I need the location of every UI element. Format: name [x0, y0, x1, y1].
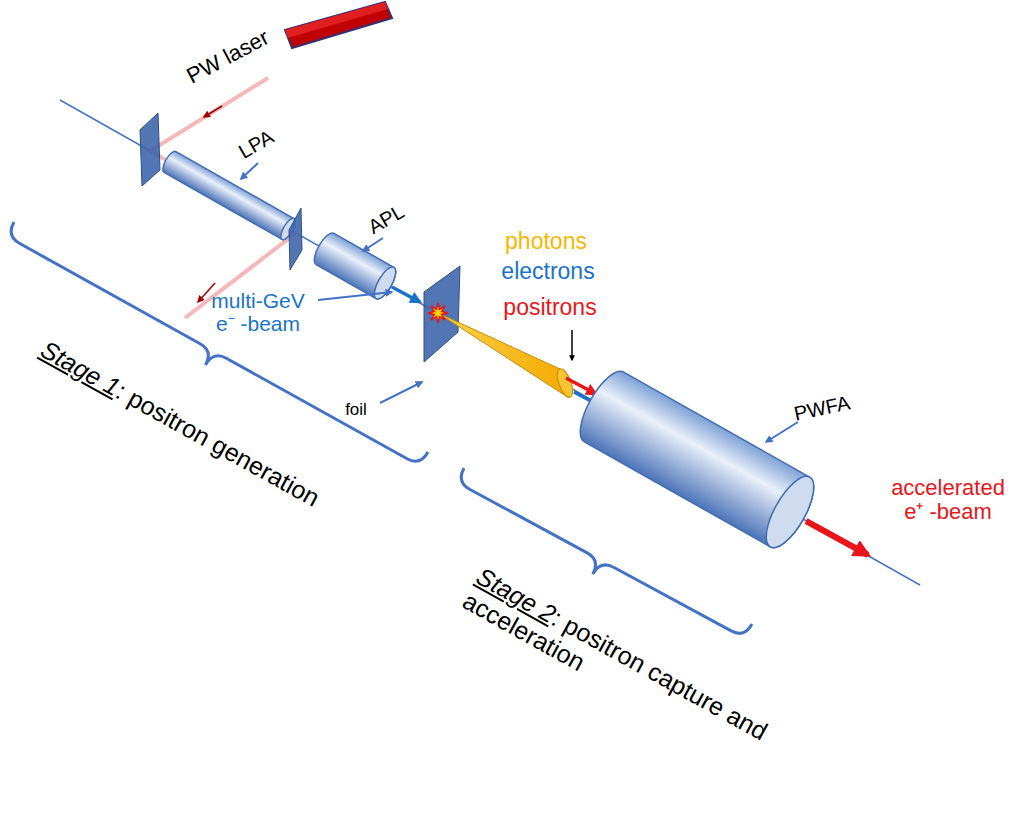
- pointer-arrow: [571, 330, 573, 360]
- part-label: APL: [364, 200, 408, 238]
- electron-beam: [392, 287, 420, 302]
- apl-cylinder: [310, 230, 400, 302]
- mirror: [140, 113, 160, 186]
- particle-label: electrons: [501, 259, 594, 284]
- label-text: PW laser: [182, 24, 273, 88]
- part-label: PWFA: [792, 391, 852, 424]
- secondary-cone: [438, 313, 569, 398]
- part-label: LPA: [235, 125, 277, 162]
- laser-box: [285, 2, 392, 48]
- impact-burst: [428, 303, 448, 323]
- leader-arrow: [318, 292, 392, 300]
- laser-box-face: [285, 2, 388, 38]
- label-text: : positron capture and acceleration: [459, 586, 779, 749]
- pwfa-cylinder: [571, 365, 823, 555]
- label-text: positrons: [503, 294, 596, 320]
- label-text: APL: [364, 200, 408, 238]
- leader-arrow: [380, 382, 422, 403]
- label-text: electrons: [501, 258, 594, 284]
- label-text: accelerated e⁺ -beam: [891, 475, 1011, 524]
- leader-arrow: [241, 163, 258, 179]
- stage-number: Stage 1: [36, 335, 125, 401]
- label-text: : positron generation: [112, 377, 325, 512]
- beam-axis: [60, 100, 920, 585]
- mirror: [289, 208, 302, 270]
- positron-arrow: [566, 378, 596, 394]
- label-text: photons: [505, 228, 587, 254]
- label-text: foil: [345, 400, 367, 419]
- laser-label: PW laser: [183, 25, 273, 88]
- leader-arrow: [766, 422, 798, 442]
- label-text: multi-GeV e⁻ -beam: [211, 289, 310, 335]
- label-text: LPA: [235, 125, 277, 162]
- lpa-cylinder: [160, 149, 298, 241]
- stage-label: Stage 2: positron capture and accelerati…: [458, 563, 821, 798]
- stage-label: Stage 1: positron generation: [36, 336, 324, 512]
- part-label: foil: [345, 401, 367, 420]
- particle-label: positrons: [503, 295, 596, 320]
- leader-arrow: [363, 238, 383, 251]
- beam-label: multi-GeV e⁻ -beam: [201, 289, 315, 335]
- laser-direction: [204, 106, 222, 117]
- label-text: PWFA: [792, 391, 852, 424]
- particle-label: photons: [505, 229, 587, 254]
- positron-beam: [806, 521, 868, 555]
- foil-plate: [424, 266, 460, 362]
- beam-label: accelerated e⁺ -beam: [884, 476, 1012, 524]
